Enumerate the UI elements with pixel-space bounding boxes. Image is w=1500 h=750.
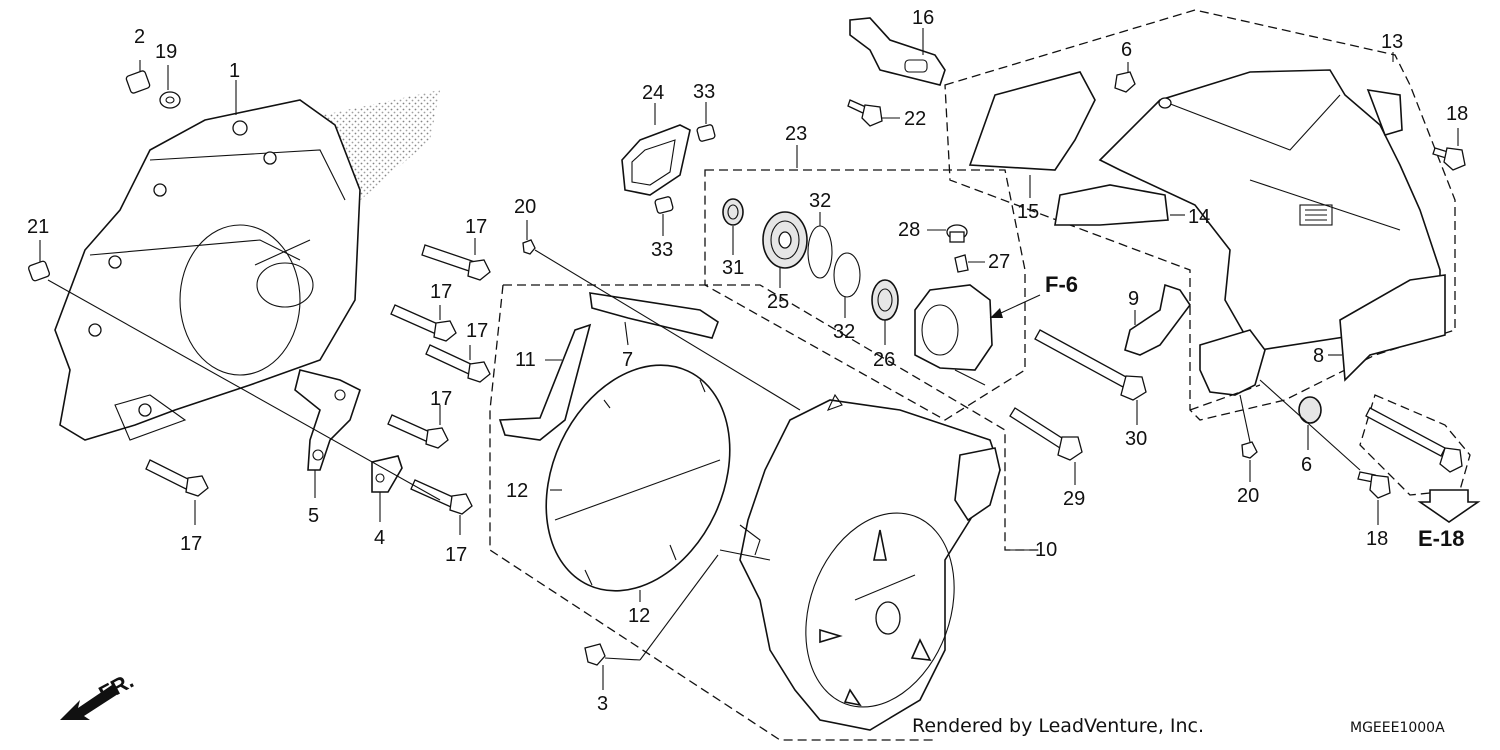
callout-33: 33 bbox=[693, 81, 715, 103]
bracket-clamp bbox=[1189, 329, 1266, 411]
screw-20-center bbox=[522, 220, 801, 411]
seal-26 bbox=[871, 279, 899, 345]
callout-21: 21 bbox=[27, 216, 49, 238]
callout-27: 27 bbox=[988, 251, 1010, 273]
rivet-3 bbox=[584, 554, 719, 690]
bolt-17 bbox=[145, 244, 491, 515]
callout-12: 12 bbox=[628, 605, 650, 627]
callout-3: 3 bbox=[597, 693, 608, 715]
callout-2: 2 bbox=[134, 26, 145, 48]
callout-13: 13 bbox=[1381, 31, 1403, 53]
callout-32: 32 bbox=[833, 321, 855, 343]
screw-27 bbox=[954, 254, 985, 273]
screw-20-right bbox=[1239, 394, 1258, 482]
callout-20: 20 bbox=[514, 196, 536, 218]
callout-10: 10 bbox=[1035, 539, 1057, 561]
callout-5: 5 bbox=[308, 505, 319, 527]
callout-1: 1 bbox=[229, 60, 240, 82]
leader-lines-left bbox=[39, 60, 476, 535]
front-direction-arrow bbox=[60, 685, 118, 720]
bracket-4 bbox=[371, 455, 403, 493]
strip-7 bbox=[589, 292, 719, 339]
e18-down-arrow bbox=[1417, 489, 1481, 523]
callout-17: 17 bbox=[466, 320, 488, 342]
bracket-5 bbox=[294, 369, 361, 471]
grommet-6-bottom bbox=[1298, 396, 1322, 450]
oil-seal-31 bbox=[722, 198, 744, 255]
pump-body bbox=[914, 284, 993, 386]
gasket-24 bbox=[621, 103, 691, 196]
callout-9: 9 bbox=[1128, 288, 1139, 310]
callout-30: 30 bbox=[1125, 428, 1147, 450]
credit-text: Rendered by LeadVenture, Inc. bbox=[912, 715, 1204, 737]
callout-17: 17 bbox=[465, 216, 487, 238]
callout-26: 26 bbox=[873, 349, 895, 371]
pump-assembly-group-23 bbox=[704, 145, 1026, 421]
callout-labels: 1 2 19 21 17 17 17 17 17 17 5 4 24 33 33… bbox=[27, 7, 1468, 715]
callout-17: 17 bbox=[430, 281, 452, 303]
dowel-33 bbox=[654, 102, 716, 236]
dowel-pin-21 bbox=[28, 260, 50, 282]
bolt-box bbox=[1259, 379, 1471, 496]
callout-28: 28 bbox=[898, 219, 920, 241]
left-crankcase-cover bbox=[54, 90, 440, 441]
callout-4: 4 bbox=[374, 527, 385, 549]
callout-18: 18 bbox=[1366, 528, 1388, 550]
callout-31: 31 bbox=[722, 257, 744, 279]
callout-17: 17 bbox=[430, 388, 452, 410]
bolt-18 bbox=[1357, 128, 1466, 525]
f6-reference-label: F-6 bbox=[1045, 272, 1078, 297]
stay-9 bbox=[1124, 283, 1191, 356]
bracket-16 bbox=[849, 17, 946, 86]
diagram-code: MGEEE1000A bbox=[1350, 720, 1445, 736]
callout-32: 32 bbox=[809, 190, 831, 212]
nut-6-top bbox=[1114, 62, 1136, 93]
dowel-pin-2 bbox=[125, 70, 151, 94]
callout-25: 25 bbox=[767, 291, 789, 313]
callout-14: 14 bbox=[1188, 206, 1210, 228]
o-ring-32 bbox=[807, 212, 861, 318]
callout-33: 33 bbox=[651, 239, 673, 261]
callout-17: 17 bbox=[180, 533, 202, 555]
callout-29: 29 bbox=[1063, 488, 1085, 510]
callout-11: 11 bbox=[515, 349, 536, 371]
f6-reference-arrow bbox=[989, 294, 1041, 319]
washer-19 bbox=[159, 91, 181, 109]
callout-7: 7 bbox=[622, 349, 633, 371]
shroud-group-13 bbox=[944, 9, 1456, 421]
fan-screen-12 bbox=[545, 364, 731, 592]
callout-18: 18 bbox=[1446, 103, 1468, 125]
callout-24: 24 bbox=[642, 82, 664, 104]
bolt-22 bbox=[847, 99, 900, 127]
guide-11 bbox=[498, 323, 592, 441]
callout-19: 19 bbox=[155, 41, 177, 63]
cap-28 bbox=[927, 224, 968, 243]
callout-16: 16 bbox=[912, 7, 934, 29]
leader-lines-right bbox=[545, 321, 1030, 602]
duct-14 bbox=[1054, 184, 1185, 226]
callout-8: 8 bbox=[1313, 345, 1324, 367]
callout-6: 6 bbox=[1121, 39, 1132, 61]
callout-22: 22 bbox=[904, 108, 926, 130]
side-cover-10 bbox=[719, 393, 1001, 731]
bolt-30 bbox=[1034, 329, 1147, 425]
callout-15: 15 bbox=[1017, 201, 1039, 223]
bolt-29 bbox=[1009, 407, 1083, 485]
callout-20: 20 bbox=[1237, 485, 1259, 507]
callout-17: 17 bbox=[445, 544, 467, 566]
callout-6: 6 bbox=[1301, 454, 1312, 476]
duct-8 bbox=[1328, 274, 1446, 382]
e18-reference-label: E-18 bbox=[1418, 526, 1464, 551]
impeller-25 bbox=[762, 211, 808, 288]
callout-23: 23 bbox=[785, 123, 807, 145]
duct-15 bbox=[968, 71, 1096, 198]
callout-12: 12 bbox=[506, 480, 528, 502]
